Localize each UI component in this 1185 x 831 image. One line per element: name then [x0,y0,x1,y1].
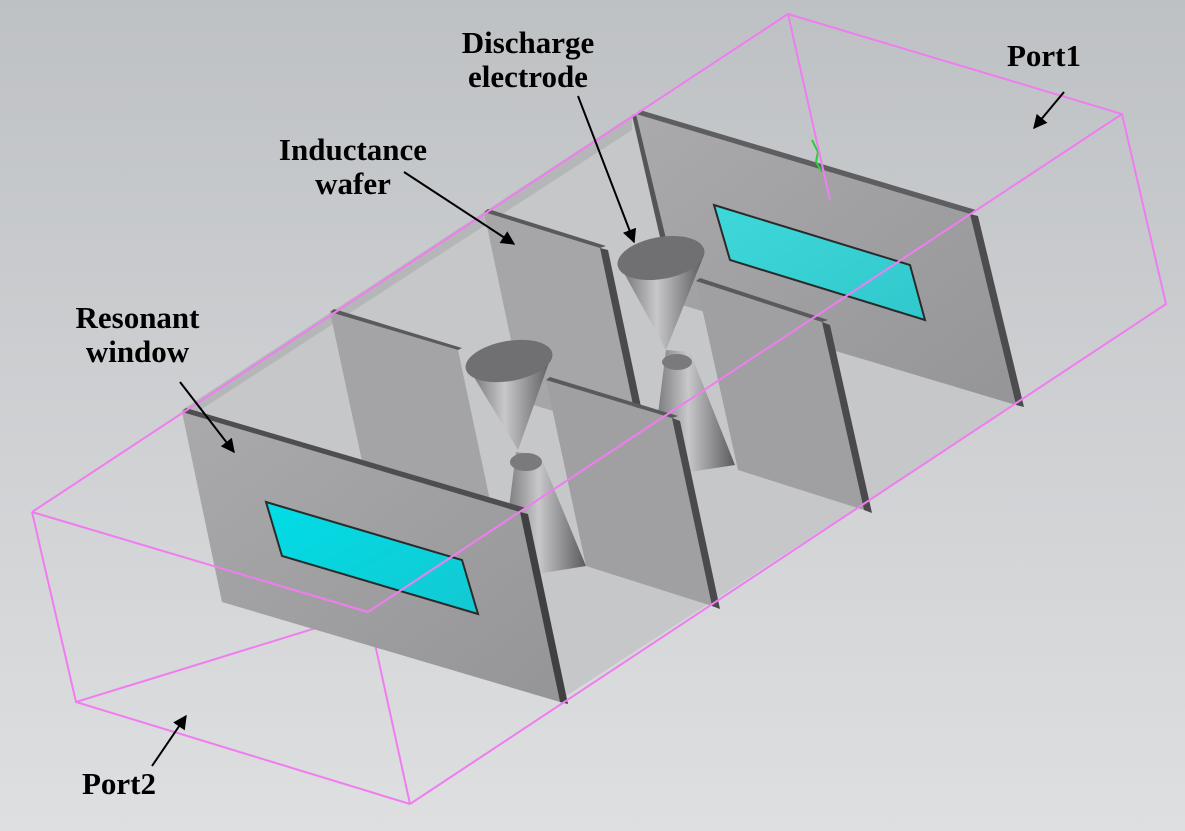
label-inductance-line2: wafer [315,166,391,201]
label-port1: Port1 [999,39,1089,73]
label-resonant-line1: Resonant [75,300,200,335]
label-inductance-wafer: Inductance wafer [258,133,448,201]
label-discharge-electrode: Discharge electrode [434,26,622,94]
resonant-window-near [182,408,568,704]
near-plate-edge-top [182,408,526,512]
wafer-back-top [484,209,606,248]
label-inductance-line1: Inductance [278,132,428,167]
waveguide-back-edges [31,511,411,805]
label-resonant-window: Resonant window [50,301,225,369]
near-plate-edge-right [520,512,568,704]
callout-arrows [151,91,1065,767]
arrow-resonant-window [179,381,235,454]
label-discharge-line1: Discharge [461,25,595,60]
far-plate-edge-right [970,214,1024,407]
wafer-mid-right-face [696,281,864,510]
arrow-port1 [1033,91,1065,130]
arrow-port2 [151,714,187,767]
wafer-back-edge [600,248,648,440]
label-port2: Port2 [72,767,166,801]
far-window-opening [712,203,927,322]
near-window-opening [264,500,480,616]
wafer-left-back-top [330,309,462,350]
label-port1-text: Port1 [1006,38,1082,73]
upper-cone-left-top [465,339,553,383]
axis-marker [811,139,823,173]
wafer-front-edge [672,418,720,609]
waveguide-front-edges [31,12,1168,805]
wafer-front-top [546,377,678,418]
wafer-front-face [546,380,712,606]
inductance-wafer-mid-right [696,278,872,513]
lower-cone-right-tip [662,354,692,370]
arrow-discharge-electrode [577,95,637,244]
label-discharge-line2: electrode [468,59,588,94]
label-resonant-line2: window [85,334,190,369]
resonant-window-far [632,110,1024,407]
wafer-mid-right-top [696,278,828,322]
arrow-inductance-wafer [403,171,516,245]
lower-cone-left-tip [510,453,542,471]
far-plate-edge-top [636,110,976,214]
label-port2-text: Port2 [81,766,157,801]
wafer-mid-right-edge [822,322,872,513]
inductance-wafer-front [546,377,720,609]
upper-cone-right-top [617,235,705,281]
